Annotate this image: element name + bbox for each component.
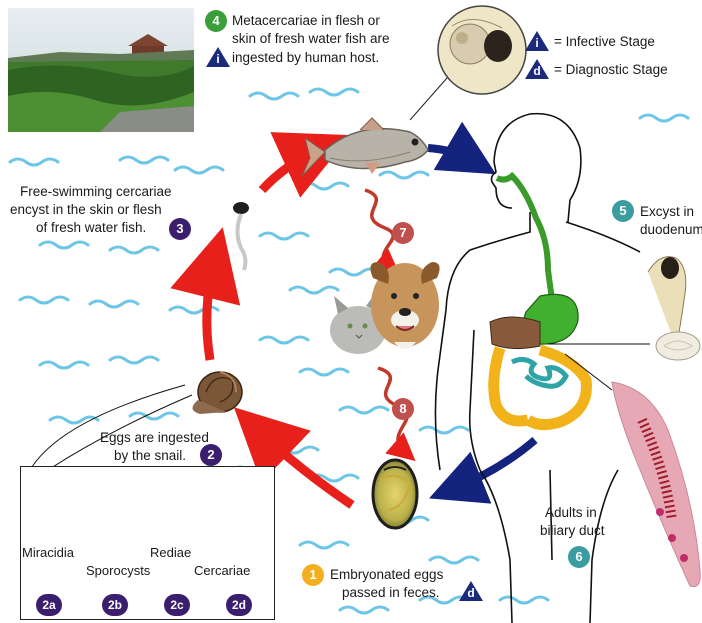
egg-micrograph xyxy=(373,460,417,528)
diagnostic-stage-icon: d xyxy=(524,58,550,80)
step-3-badge: 3 xyxy=(169,218,191,240)
step-2-line-1: Eggs are ingested xyxy=(100,429,209,446)
water-wave xyxy=(40,362,88,368)
step-7-badge: 7 xyxy=(392,222,414,244)
legend-infective-label: = Infective Stage xyxy=(554,33,655,50)
water-wave xyxy=(10,159,58,165)
step-5-line-2: duodenum xyxy=(640,221,702,238)
water-wave xyxy=(300,542,348,548)
water-wave xyxy=(300,183,348,189)
water-wave xyxy=(120,157,168,163)
step-2-badge: 2 xyxy=(200,444,222,466)
step-1-line-2: passed in feces. xyxy=(342,584,440,601)
water-wave xyxy=(430,557,478,563)
water-wave xyxy=(500,597,548,603)
stage-2c-badge: 2c xyxy=(164,594,190,616)
water-wave xyxy=(340,407,388,413)
stage-2a-badge: 2a xyxy=(36,594,62,616)
water-wave xyxy=(90,301,138,307)
water-wave xyxy=(130,413,178,419)
step-5-line-1: Excyst in xyxy=(640,203,694,220)
water-wave xyxy=(260,233,308,239)
stage-2d-label: Cercariae xyxy=(194,562,250,579)
water-wave xyxy=(300,369,348,375)
water-wave xyxy=(340,607,388,613)
water-wave xyxy=(420,427,468,433)
stage-2d-badge: 2d xyxy=(226,594,252,616)
stage-2c-label: Rediae xyxy=(150,544,191,561)
metacercaria-micrograph xyxy=(410,6,526,120)
step-4-line-2: skin of fresh water fish are xyxy=(232,30,390,47)
digestive-organs xyxy=(490,176,586,425)
step-6-badge: 6 xyxy=(568,546,590,568)
dog-and-cat-image xyxy=(330,262,440,354)
legend-diagnostic-label: = Diagnostic Stage xyxy=(554,61,668,78)
step-3-line-1: Free-swimming cercariae xyxy=(20,183,172,200)
fish-image xyxy=(302,118,428,176)
stage-2b-label: Sporocysts xyxy=(86,562,150,579)
step-4-infective-icon: i xyxy=(205,46,231,68)
water-wave xyxy=(110,357,158,363)
step-3-line-2: encyst in the skin or flesh xyxy=(10,201,162,218)
water-wave xyxy=(260,337,308,343)
water-wave xyxy=(20,297,68,303)
step-4-line-3: ingested by human host. xyxy=(232,49,379,66)
step-4-line-1: Metacercariae in flesh or xyxy=(232,12,380,29)
water-wave xyxy=(40,242,88,248)
step-2-line-2: by the snail. xyxy=(114,447,186,464)
water-wave xyxy=(640,115,688,121)
step-8-badge: 8 xyxy=(392,398,414,420)
human-body-outline xyxy=(435,114,640,623)
step-6-line-2: biliary duct xyxy=(540,522,605,539)
step-3-line-3: of fresh water fish. xyxy=(36,219,146,236)
step-1-line-1: Embryonated eggs xyxy=(330,566,443,583)
step-6-line-1: Adults in xyxy=(545,504,597,521)
cercaria-image xyxy=(233,202,249,270)
water-wave xyxy=(110,247,158,253)
water-wave xyxy=(175,167,223,173)
stage-2b-badge: 2b xyxy=(102,594,128,616)
excysting-metacercaria-image xyxy=(648,257,700,360)
step-4-badge: 4 xyxy=(205,10,227,32)
step-1-diagnostic-icon: d xyxy=(458,580,484,602)
water-wave xyxy=(250,93,298,99)
stage-2a-label: Miracidia xyxy=(22,544,74,561)
adult-fluke-image xyxy=(612,382,700,587)
step-1-badge: 1 xyxy=(302,564,324,586)
water-wave xyxy=(380,172,428,178)
water-wave xyxy=(290,287,338,293)
rice-field-photo xyxy=(8,8,194,132)
snail-image xyxy=(192,372,242,414)
water-wave xyxy=(310,89,358,95)
infective-stage-icon: i xyxy=(524,30,550,52)
step-5-badge: 5 xyxy=(612,200,634,222)
